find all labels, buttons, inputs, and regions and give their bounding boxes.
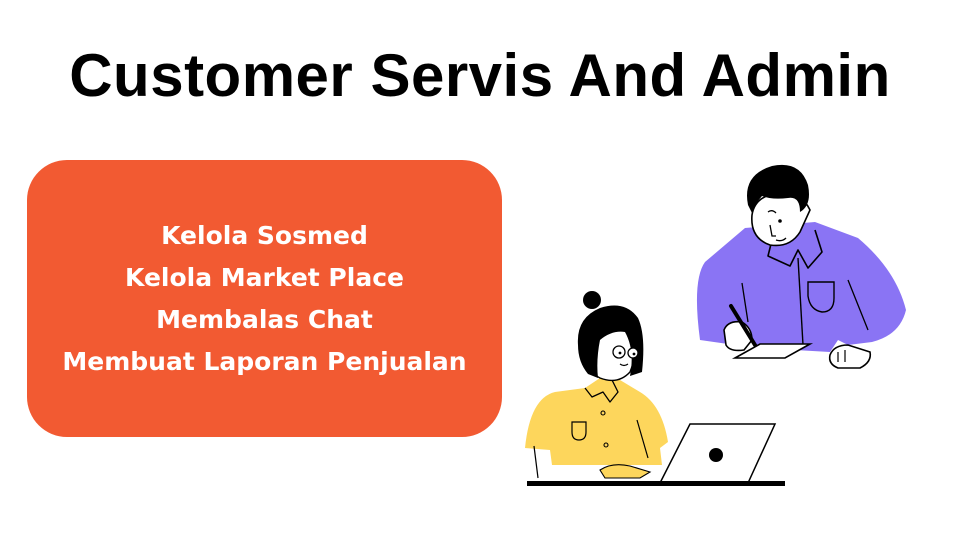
office-workers-illustration: [525, 164, 906, 486]
task-list-card: Kelola Sosmed Kelola Market Place Membal…: [27, 160, 502, 437]
page-title: Customer Servis And Admin: [69, 42, 891, 109]
task-item-membuat-laporan: Membuat Laporan Penjualan: [62, 346, 467, 376]
task-item-kelola-sosmed: Kelola Sosmed: [161, 220, 368, 250]
woman-laptop-illustration: [525, 291, 785, 486]
task-item-kelola-market-place: Kelola Market Place: [125, 262, 404, 292]
task-item-membalas-chat: Membalas Chat: [156, 304, 373, 334]
man-writing-illustration: [696, 164, 906, 369]
